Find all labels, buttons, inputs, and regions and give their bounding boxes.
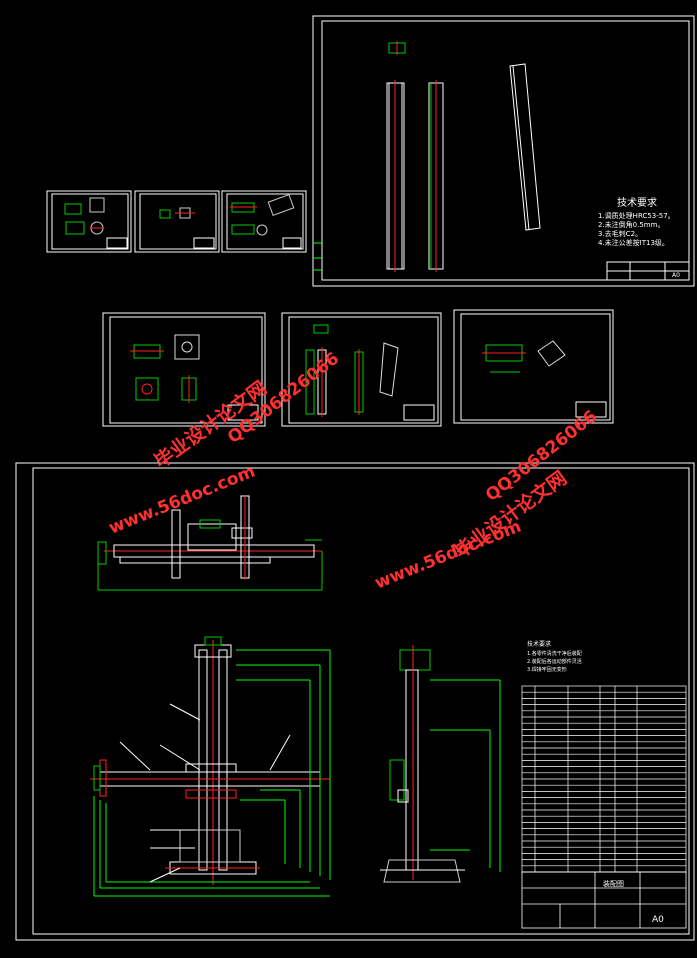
assembly-side-view [380,645,501,883]
assembly-title-block [521,871,687,929]
sheet-part-drawing [312,15,695,287]
assembly-front-view [90,636,331,897]
tech-req-item-4: 4.未注公差按IT13级。 [598,238,669,247]
assembly-top-view [97,495,323,591]
sheet-small-2 [134,190,220,253]
assembly-title-label: 装配图 [603,879,624,888]
assembly-note-2: 2.装配后各运动部件灵活 [527,658,582,665]
sheet-middle-2 [281,312,442,427]
assembly-parts-list [521,685,687,873]
sheet-assembly [15,462,695,941]
tech-req-item-3: 3.去毛刺C2。 [598,229,642,238]
sheet-scale-label: A0 [672,272,680,279]
tech-req-item-2: 2.未注倒角0.5mm。 [598,220,664,229]
sheet-middle-1 [102,312,266,427]
tech-req-title: 技术要求 [617,196,657,209]
sheet-middle-3 [453,309,614,424]
assembly-notes-title: 技术要求 [527,640,551,648]
assembly-note-1: 1.各零件清洗干净后装配 [527,650,582,657]
sheet-small-1 [46,190,132,253]
sheet-small-3 [221,190,307,253]
assembly-sheet-size: A0 [652,915,664,925]
tech-req-item-1: 1.调质处理HRC53-57。 [598,211,675,220]
assembly-note-3: 3.焊接牢固无变形 [527,666,567,673]
